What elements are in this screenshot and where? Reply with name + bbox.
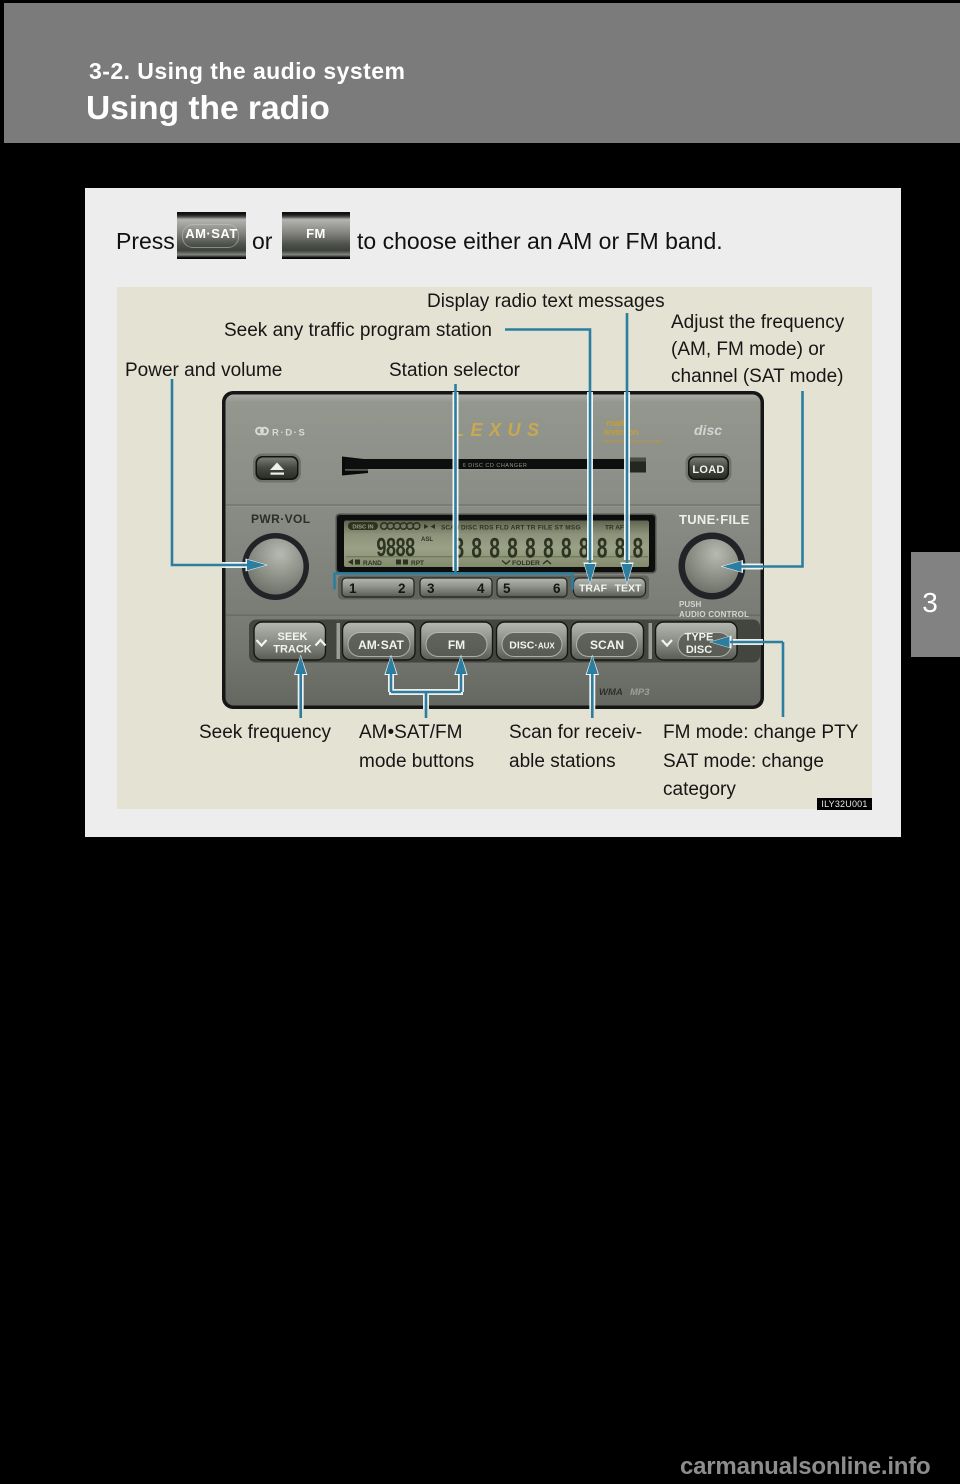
svg-text:TRAF: TRAF (579, 583, 608, 595)
svg-text:SCAN: SCAN (590, 638, 624, 652)
svg-text:AM·SAT: AM·SAT (358, 638, 404, 652)
svg-text:5: 5 (503, 581, 511, 596)
svg-text:MP3: MP3 (630, 687, 650, 698)
svg-text:PWR·VOL: PWR·VOL (251, 512, 310, 526)
svg-text:9888: 9888 (376, 534, 415, 565)
svg-text:TEXT: TEXT (615, 583, 642, 595)
svg-text:SEEK: SEEK (278, 631, 308, 643)
svg-text:2: 2 (398, 581, 406, 596)
svg-text:levinson: levinson (604, 427, 638, 437)
svg-text:1: 1 (349, 581, 357, 596)
svg-text:R·D·S: R·D·S (272, 428, 306, 439)
svg-text:disc: disc (694, 422, 722, 438)
svg-text:DISC RDS FLD ART TR FILE ST MS: DISC RDS FLD ART TR FILE ST MSG (461, 525, 581, 532)
svg-text:88888888888: 88888888888 (453, 532, 650, 567)
svg-text:DISC: DISC (686, 644, 712, 656)
svg-text:AUDIO CONTROL: AUDIO CONTROL (679, 610, 749, 619)
svg-text:LEXUS: LEXUS (453, 420, 546, 440)
svg-text:FOLDER: FOLDER (512, 560, 540, 567)
svg-text:TRACK: TRACK (273, 644, 312, 656)
svg-text:RPT: RPT (411, 560, 424, 567)
svg-text:4: 4 (477, 581, 485, 596)
svg-text:ASL: ASL (421, 537, 433, 543)
svg-text:TR AF: TR AF (605, 525, 624, 532)
svg-text:FM: FM (448, 638, 465, 652)
svg-text:TYPE: TYPE (685, 632, 714, 644)
svg-text:SCAN: SCAN (441, 525, 460, 532)
svg-text:WMA: WMA (599, 687, 623, 698)
svg-text:PUSH: PUSH (679, 600, 701, 609)
svg-text:mark: mark (606, 418, 628, 428)
svg-text:TUNE·FILE: TUNE·FILE (679, 512, 750, 527)
svg-text:DISC IN: DISC IN (352, 524, 373, 530)
svg-text:LOAD: LOAD (692, 464, 724, 476)
svg-text:DISC·AUX: DISC·AUX (509, 640, 555, 652)
svg-text:3: 3 (427, 581, 435, 596)
svg-text:PREMIUM STUDIO SYSTEM: PREMIUM STUDIO SYSTEM (603, 439, 663, 444)
svg-text:6 DISC CD CHANGER: 6 DISC CD CHANGER (463, 463, 528, 469)
svg-text:6: 6 (553, 581, 561, 596)
svg-text:RAND: RAND (363, 560, 382, 567)
